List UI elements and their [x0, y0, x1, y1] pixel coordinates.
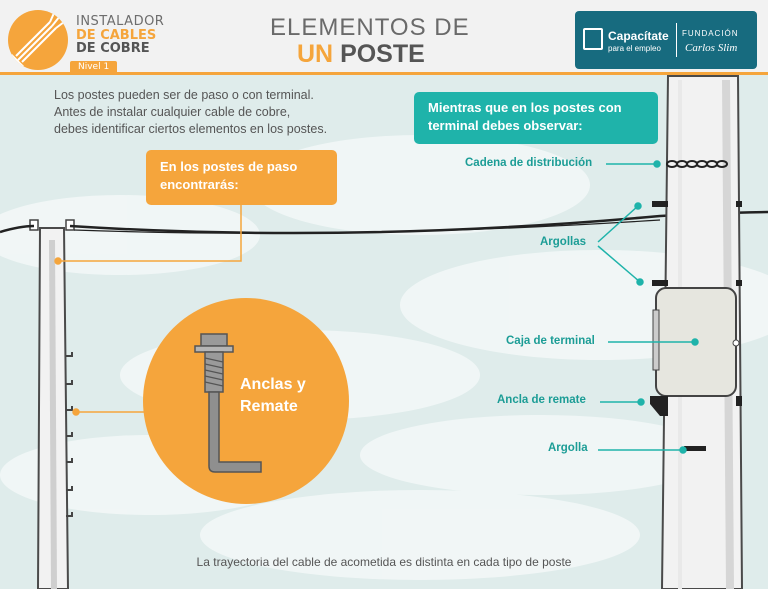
argolla-bracket-top	[652, 201, 668, 207]
brand-line-2: DE CABLES	[76, 27, 157, 43]
brand-line-1: INSTALADOR	[76, 14, 165, 29]
ancla-line-1: Anclas y	[240, 376, 306, 393]
insulator-right	[65, 219, 75, 231]
callout-terminal-line-1: Mientras que en los postes con	[428, 100, 622, 115]
ancla-label: Anclas y Remate	[240, 374, 306, 418]
label-ancla-remate: Ancla de remate	[497, 394, 586, 406]
ancla-circle	[143, 298, 349, 504]
title-line-2: UN POSTE	[297, 40, 425, 69]
footer-note: La trayectoria del cable de acometida es…	[196, 555, 572, 569]
argolla-lower	[684, 446, 706, 451]
intro-line-3: debes identificar ciertos elementos en l…	[54, 122, 328, 136]
argolla-bracket-bottom	[652, 280, 668, 286]
cable-left-end	[0, 224, 35, 234]
callout-terminal-line-2: terminal debes observar:	[428, 118, 583, 133]
label-argolla: Argolla	[548, 442, 588, 454]
title-poste: POSTE	[340, 40, 425, 68]
secondary-cable	[73, 219, 661, 234]
partner-signature: Carlos Slim	[685, 42, 738, 54]
title-line-1: ELEMENTOS DE	[270, 14, 470, 41]
partner-foundation: FUNDACIÓN	[682, 29, 739, 38]
callout-postes-terminal: Mientras que en los postes con terminal …	[414, 92, 658, 144]
header-divider	[0, 72, 768, 75]
sky-background	[0, 75, 768, 589]
distribution-chain	[666, 160, 728, 168]
title-un: UN	[297, 40, 334, 68]
partner-name: Capacítate	[608, 29, 669, 43]
intro-line-2: Antes de instalar cualquier cable de cob…	[54, 105, 291, 119]
ancla-remate-bracket	[650, 396, 668, 416]
pole-steps	[66, 352, 73, 517]
ancla-line-2: Remate	[240, 398, 298, 415]
course-brand: INSTALADOR DE CABLES DE COBRE	[76, 15, 164, 56]
partner-divider	[676, 23, 677, 57]
main-cable	[69, 210, 768, 235]
orange-connectors	[54, 205, 242, 416]
intro-line-1: Los postes pueden ser de paso o con term…	[54, 88, 314, 102]
label-connectors	[597, 160, 699, 454]
intro-text: Los postes pueden ser de paso o con term…	[54, 87, 327, 138]
callout-paso-line-2: encontrarás:	[160, 177, 239, 192]
argolla-bracket-top-right	[736, 201, 742, 207]
callout-postes-paso: En los postes de paso encontrarás:	[146, 150, 337, 205]
left-pole	[36, 227, 70, 589]
level-badge: Nivel 1	[70, 61, 118, 74]
label-cadena: Cadena de distribución	[465, 157, 593, 169]
label-argollas: Argollas	[540, 236, 587, 248]
ancla-remate-bracket-right	[736, 396, 742, 406]
partner-subtitle: para el empleo	[608, 44, 661, 53]
partner-logo: Capacítate para el empleo FUNDACIÓN Carl…	[575, 11, 757, 69]
capacitate-icon	[583, 28, 603, 50]
label-caja-terminal: Caja de terminal	[506, 335, 595, 347]
anchor-bolt-icon	[194, 333, 262, 473]
callout-paso-line-1: En los postes de paso	[160, 159, 298, 174]
argolla-bracket-bottom-right	[736, 280, 742, 286]
brand-line-3: DE COBRE	[76, 41, 150, 57]
